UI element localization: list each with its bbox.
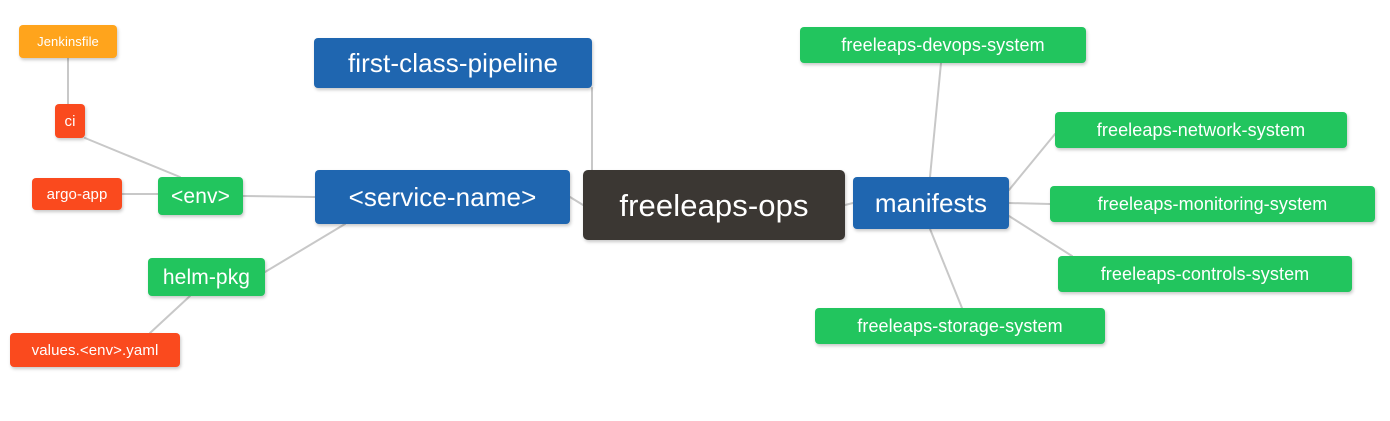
edge-manifests-to-monitoring-system: [1008, 202, 1051, 205]
node-ci[interactable]: ci: [55, 104, 85, 138]
edge-manifests-to-storage-system: [929, 228, 963, 309]
node-jenkinsfile[interactable]: Jenkinsfile: [19, 25, 117, 58]
edge-env-to-ci: [84, 137, 181, 178]
node-network-system[interactable]: freeleaps-network-system: [1055, 112, 1347, 148]
node-helm-pkg[interactable]: helm-pkg: [148, 258, 265, 296]
node-first-class[interactable]: first-class-pipeline: [314, 38, 592, 88]
node-root[interactable]: freeleaps-ops: [583, 170, 845, 240]
edge-service-name-to-helm-pkg: [264, 223, 346, 273]
edge-manifests-to-devops-system: [929, 62, 942, 178]
node-env[interactable]: <env>: [158, 177, 243, 215]
edge-service-name-to-env: [242, 195, 316, 198]
node-monitoring-system[interactable]: freeleaps-monitoring-system: [1050, 186, 1375, 222]
edge-root-to-service-name: [569, 196, 584, 206]
node-storage-system[interactable]: freeleaps-storage-system: [815, 308, 1105, 344]
node-values-yaml[interactable]: values.<env>.yaml: [10, 333, 180, 367]
edge-manifests-to-network-system: [1008, 133, 1056, 191]
node-service-name[interactable]: <service-name>: [315, 170, 570, 224]
edge-root-to-manifests: [844, 202, 854, 206]
node-devops-system[interactable]: freeleaps-devops-system: [800, 27, 1086, 63]
node-manifests[interactable]: manifests: [853, 177, 1009, 229]
node-argo-app[interactable]: argo-app: [32, 178, 122, 210]
node-controls-system[interactable]: freeleaps-controls-system: [1058, 256, 1352, 292]
edge-manifests-to-controls-system: [1008, 215, 1073, 257]
edge-helm-pkg-to-values-yaml: [149, 295, 191, 334]
